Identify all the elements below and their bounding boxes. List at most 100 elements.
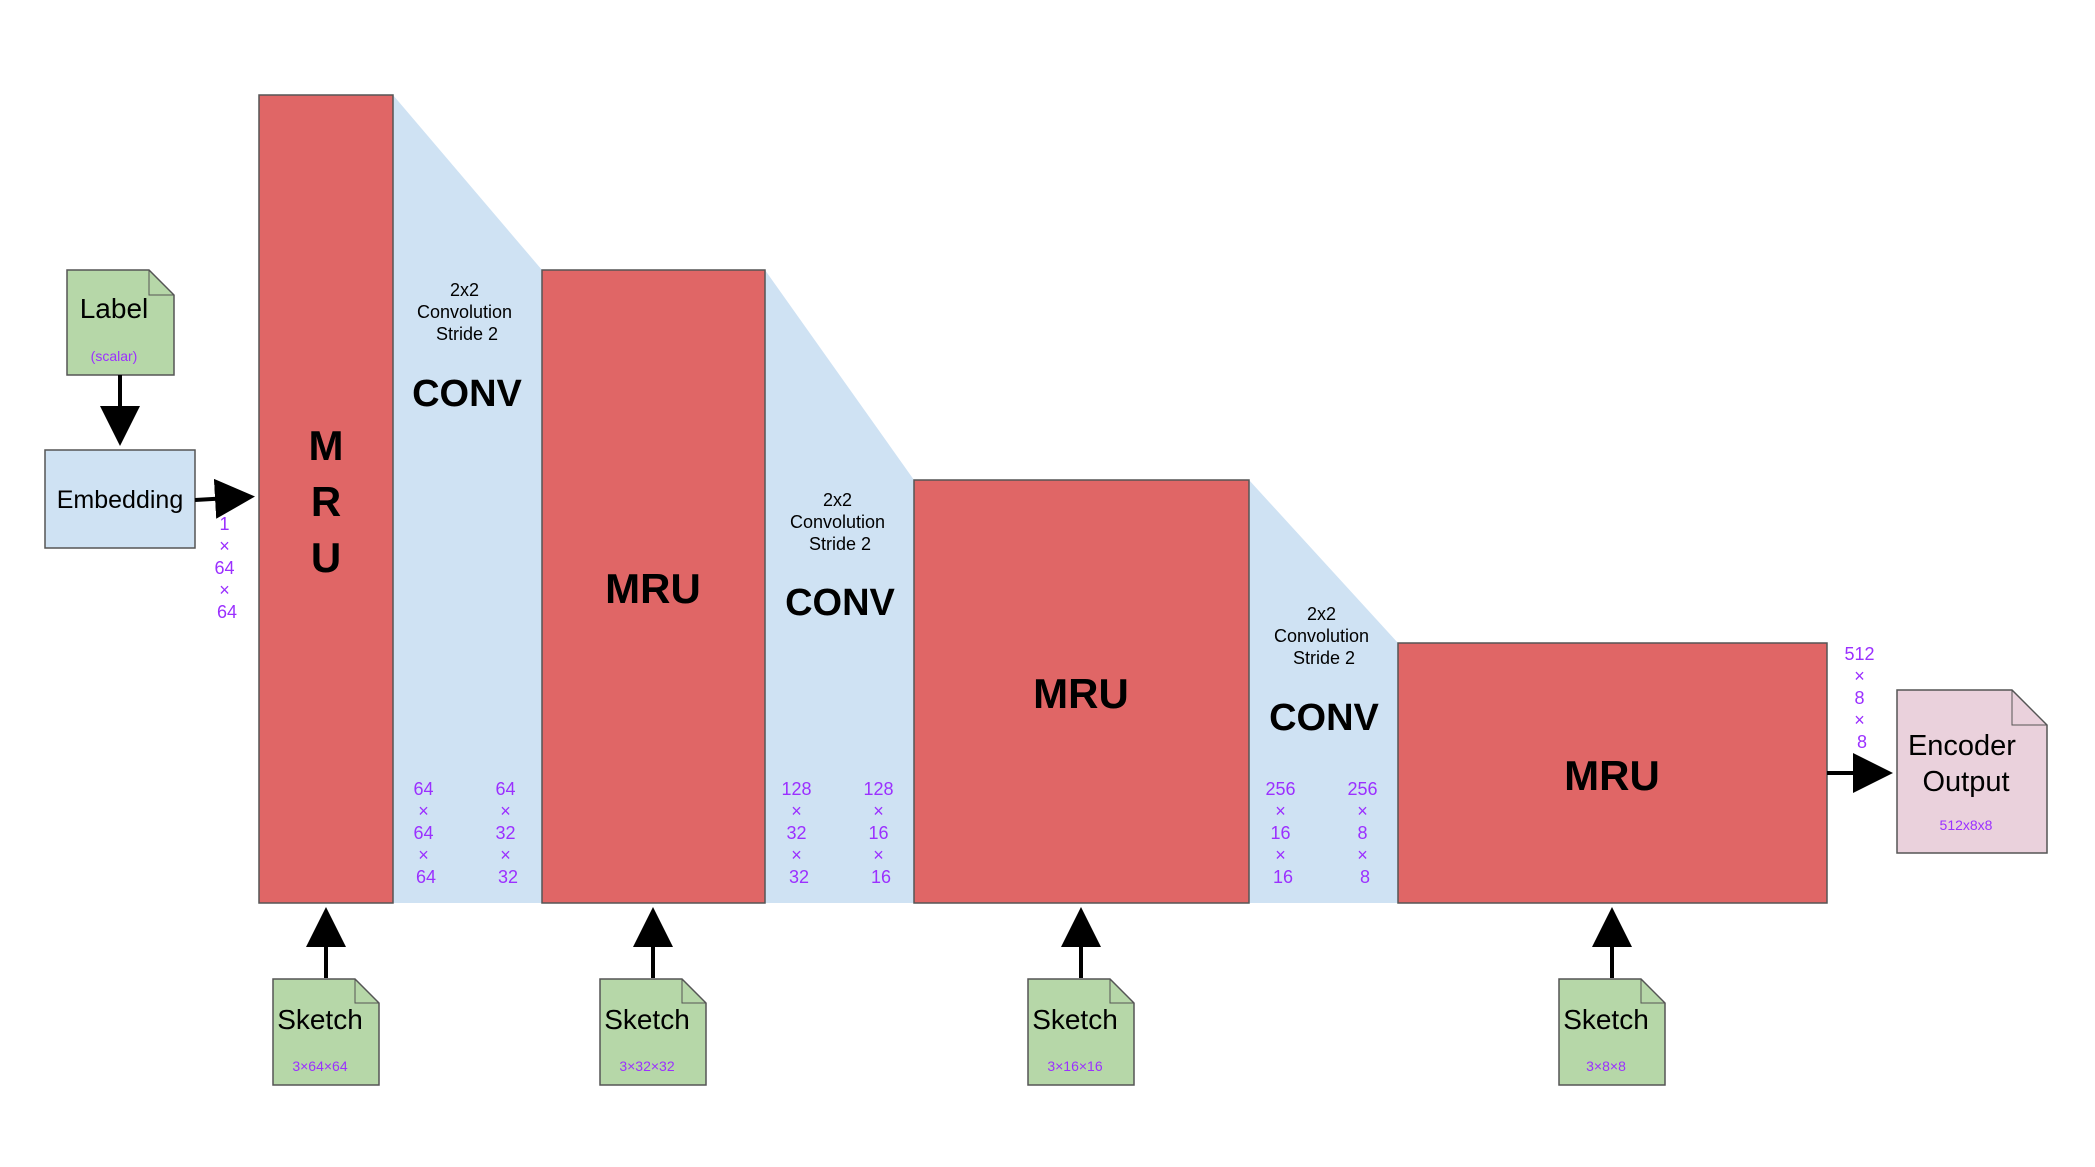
dim-token: × <box>791 801 802 821</box>
conv-in-dims-3: 256 × 16 × 16 <box>1265 779 1300 887</box>
mru-block-2 <box>541 269 766 904</box>
dim-token: × <box>1854 666 1865 686</box>
conv-title-1: CONV <box>412 373 522 415</box>
dim-token: × <box>418 801 429 821</box>
dim-token: × <box>1854 710 1865 730</box>
dim-token: 64 <box>495 779 515 799</box>
mru-label-4: MRU <box>1564 752 1660 799</box>
dim-token: × <box>500 801 511 821</box>
conv-desc-line: 2x2 <box>823 490 852 510</box>
encoder-output-title: Encoder Output <box>1908 730 2024 798</box>
conv-out-dims-1: 64 × 32 × 32 <box>495 779 520 887</box>
dim-token: × <box>791 845 802 865</box>
dim-token: 8 <box>1854 688 1864 708</box>
conv-desc-2: 2x2 Convolution Stride 2 <box>790 490 890 554</box>
dim-token: 64 <box>214 558 234 578</box>
sketch-box-1 <box>272 978 380 1086</box>
conv-desc-line: Stride 2 <box>809 534 871 554</box>
label-subtitle: (scalar) <box>91 348 138 364</box>
encoder-output-title-line: Output <box>1922 766 2009 798</box>
mru-label-1-line: U <box>311 534 341 581</box>
dim-token: 8 <box>1357 823 1367 843</box>
mru-block-3 <box>913 479 1250 904</box>
label-input-box <box>66 269 175 376</box>
conv-desc-line: Convolution <box>1274 626 1369 646</box>
sketch-title-4: Sketch <box>1563 1004 1649 1035</box>
conv-title-3: CONV <box>1269 697 1379 739</box>
sketch-box-3 <box>1027 978 1135 1086</box>
conv-desc-line: Convolution <box>417 302 512 322</box>
conv-desc-line: 2x2 <box>450 280 479 300</box>
arrow-embedding-to-mru <box>194 478 255 519</box>
dim-token: 64 <box>416 867 436 887</box>
conv-title-2: CONV <box>785 582 895 624</box>
conv-out-dims-3: 256 × 8 × 8 <box>1347 779 1382 887</box>
sketch-subtitle-1: 3×64×64 <box>292 1058 347 1074</box>
encoder-output-fold <box>2011 690 2047 726</box>
embedding-title: Embedding <box>57 486 183 514</box>
dim-token: × <box>219 580 230 600</box>
conv-in-dims-2: 128 × 32 × 32 <box>781 779 816 887</box>
dim-token: 1 <box>219 514 229 534</box>
sketch-subtitle-4: 3×8×8 <box>1586 1058 1626 1074</box>
conv-in-dims-1: 64 × 64 × 64 <box>413 779 438 887</box>
dim-token: 64 <box>413 823 433 843</box>
dim-token: × <box>873 801 884 821</box>
conv-desc-line: Stride 2 <box>436 324 498 344</box>
dim-token: × <box>219 536 230 556</box>
label-fold <box>148 270 174 296</box>
conv-desc-line: Convolution <box>790 512 885 532</box>
sketch-box-2 <box>599 978 707 1086</box>
dim-token: 128 <box>863 779 893 799</box>
dim-token: × <box>418 845 429 865</box>
conv-block-1 <box>393 95 542 903</box>
encoder-output-title-line: Encoder <box>1908 730 2016 762</box>
dim-token: 32 <box>786 823 806 843</box>
dim-token: × <box>1275 845 1286 865</box>
conv-desc-3: 2x2 Convolution Stride 2 <box>1274 604 1374 668</box>
dim-token: × <box>1357 845 1368 865</box>
output-dims: 512 × 8 × 8 <box>1844 644 1879 752</box>
encoder-output-subtitle: 512x8x8 <box>1940 817 1993 833</box>
conv-desc-line: Stride 2 <box>1293 648 1355 668</box>
mru-label-3: MRU <box>1033 670 1129 717</box>
dim-token: × <box>1275 801 1286 821</box>
mru-label-2: MRU <box>605 565 701 612</box>
dim-token: 32 <box>498 867 518 887</box>
sketch-fold-3 <box>1109 979 1134 1004</box>
conv-block-2 <box>765 270 914 903</box>
mru-label-1-line: M <box>309 422 344 469</box>
sketch-title-3: Sketch <box>1032 1004 1118 1035</box>
dim-token: × <box>500 845 511 865</box>
conv-desc-line: 2x2 <box>1307 604 1336 624</box>
sketch-fold-4 <box>1640 979 1665 1004</box>
dim-token: 16 <box>871 867 891 887</box>
dim-token: 32 <box>789 867 809 887</box>
sketch-fold-1 <box>354 979 379 1004</box>
dim-token: 8 <box>1360 867 1370 887</box>
mru-block-1 <box>258 94 394 904</box>
dim-token: × <box>873 845 884 865</box>
dim-token: × <box>1357 801 1368 821</box>
dim-token: 8 <box>1857 732 1867 752</box>
dim-token: 16 <box>1270 823 1290 843</box>
sketch-subtitle-2: 3×32×32 <box>619 1058 674 1074</box>
mru-block-4 <box>1397 642 1828 904</box>
dim-token: 128 <box>781 779 811 799</box>
conv-block-3 <box>1249 480 1398 903</box>
dim-token: 32 <box>495 823 515 843</box>
conv-desc-1: 2x2 Convolution Stride 2 <box>417 280 517 344</box>
mru-label-1-line: R <box>311 478 341 525</box>
sketch-title-2: Sketch <box>604 1004 690 1035</box>
dim-token: 64 <box>413 779 433 799</box>
dim-token: 512 <box>1844 644 1874 664</box>
dim-token: 16 <box>868 823 888 843</box>
embedding-box <box>44 449 196 549</box>
dim-token: 256 <box>1265 779 1295 799</box>
sketch-subtitle-3: 3×16×16 <box>1047 1058 1102 1074</box>
sketch-fold-2 <box>681 979 706 1004</box>
embedding-dims: 1 × 64 × 64 <box>214 514 239 622</box>
